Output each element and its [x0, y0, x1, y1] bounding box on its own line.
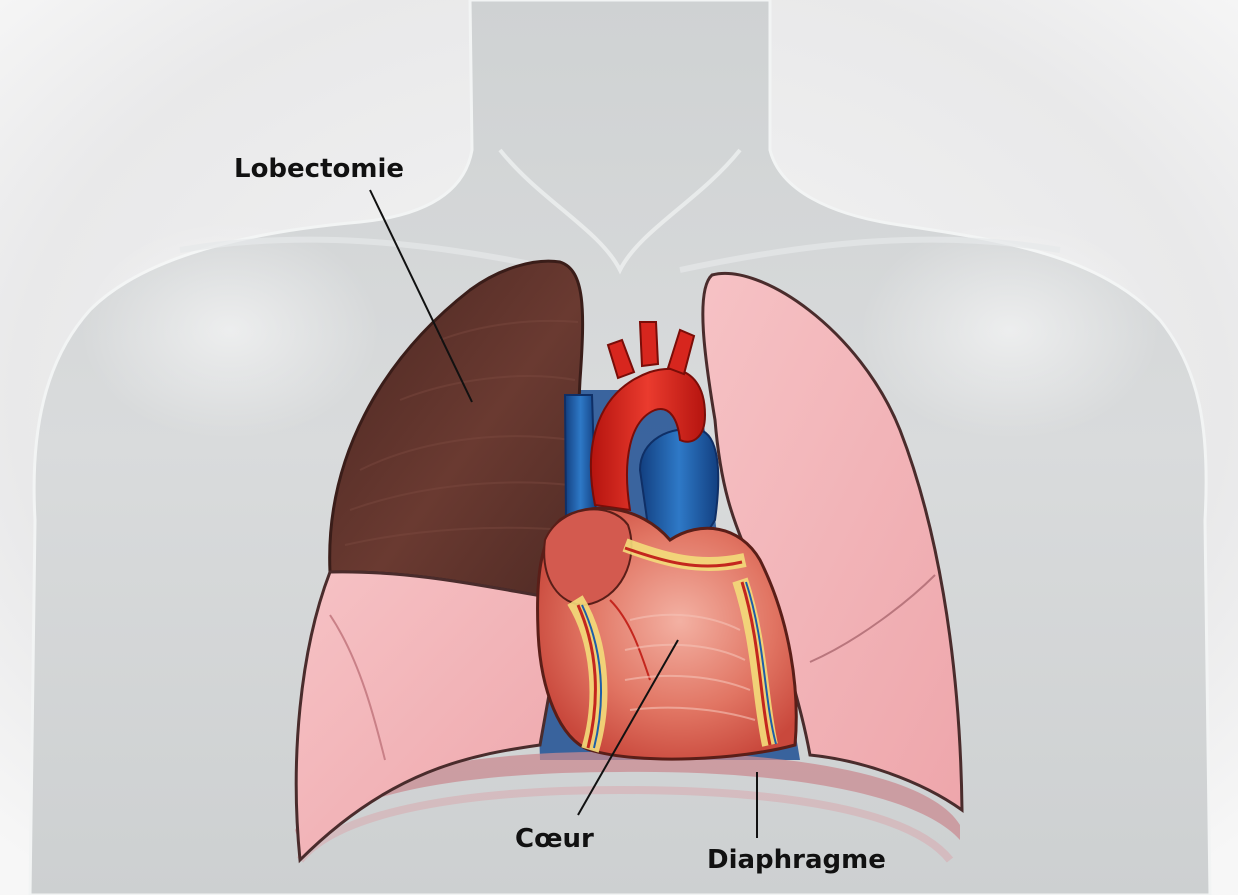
label-heart: Cœur: [515, 826, 594, 852]
label-diaphragm: Diaphragme: [707, 847, 886, 873]
label-lobectomy: Lobectomie: [234, 156, 404, 182]
shoulder-highlight-left: [80, 220, 380, 440]
shoulder-highlight-right: [860, 220, 1160, 440]
